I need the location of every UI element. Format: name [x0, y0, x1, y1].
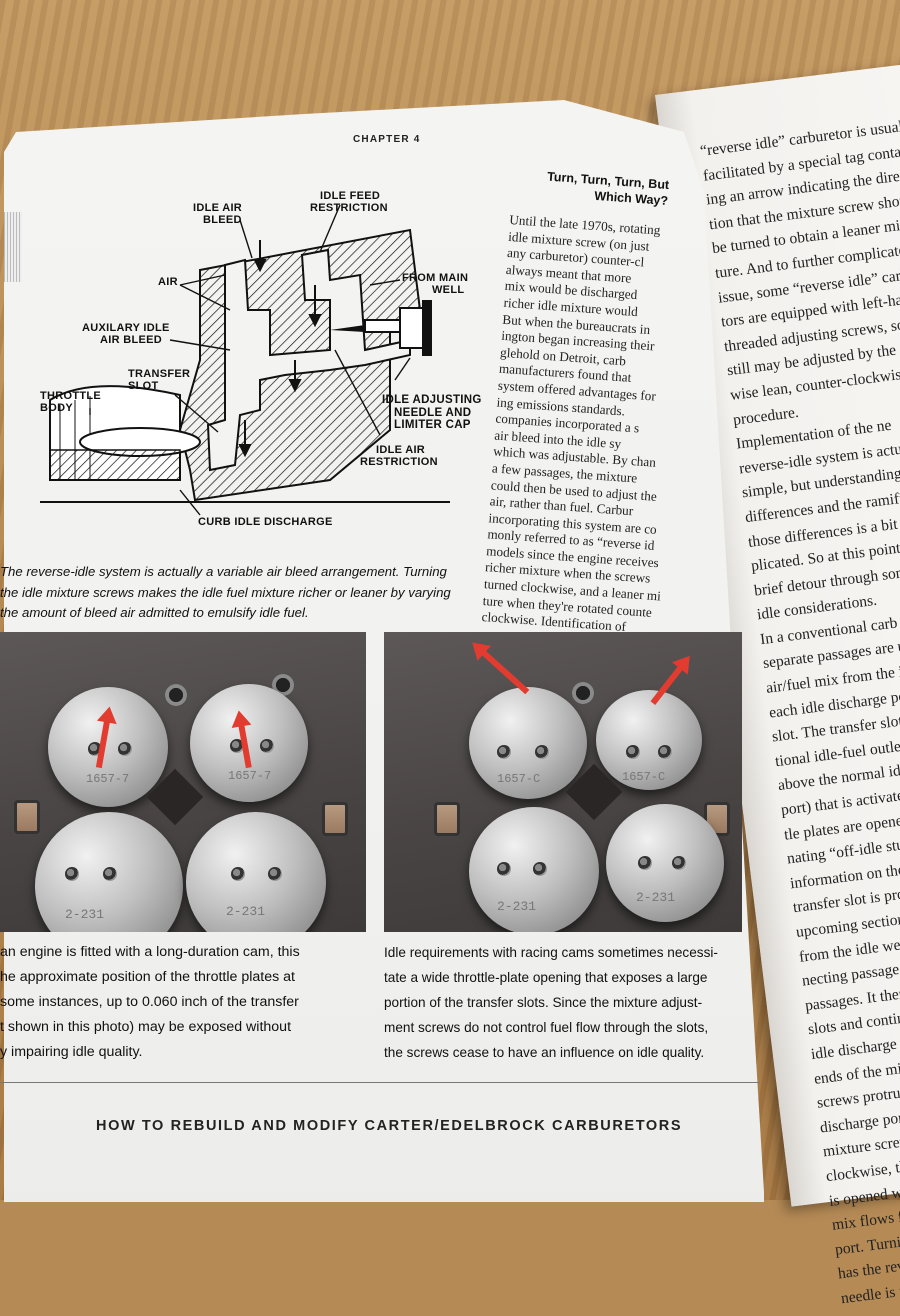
throttle-plate: 1657-7: [190, 684, 308, 802]
page-edges: [4, 212, 22, 282]
throttle-plate: 2-231: [469, 807, 599, 932]
throttle-plate: 1657-C: [469, 687, 587, 799]
photo-throttle-plates-left: 1657-7 1657-7 2-231 2-231: [0, 632, 366, 932]
brass-pin: [14, 800, 40, 834]
red-arrow: [480, 649, 530, 695]
brass-pin: [322, 802, 348, 836]
chapter-header: CHAPTER 4: [353, 134, 421, 145]
photo-throttle-plates-right: 1657-C 1657-C 2-231 2-231: [384, 632, 742, 932]
bolt-hole: [572, 682, 594, 704]
label-curb-idle-discharge: CURB IDLE DISCHARGE: [198, 516, 333, 528]
diagram-drawing: [40, 204, 450, 516]
book-title-footer: HOW TO REBUILD AND MODIFY CARTER/EDELBRO…: [96, 1118, 683, 1134]
throttle-plate: 2-231: [186, 812, 326, 932]
diagram-caption: The reverse-idle system is actually a va…: [0, 564, 451, 620]
throttle-plate: 1657-C: [596, 690, 702, 790]
bolt-hole: [165, 684, 187, 706]
photo-right-caption: Idle requirements with racing cams somet…: [384, 945, 718, 1060]
throttle-plate: 2-231: [35, 812, 183, 932]
brass-pin: [434, 802, 460, 836]
photo-left-caption: an engine is fitted with a long-duration…: [0, 944, 300, 1060]
footer-rule: [0, 1082, 760, 1083]
throttle-plate: 1657-7: [48, 687, 168, 807]
label-air: AIR: [158, 276, 178, 288]
throttle-plate: 2-231: [606, 804, 724, 922]
